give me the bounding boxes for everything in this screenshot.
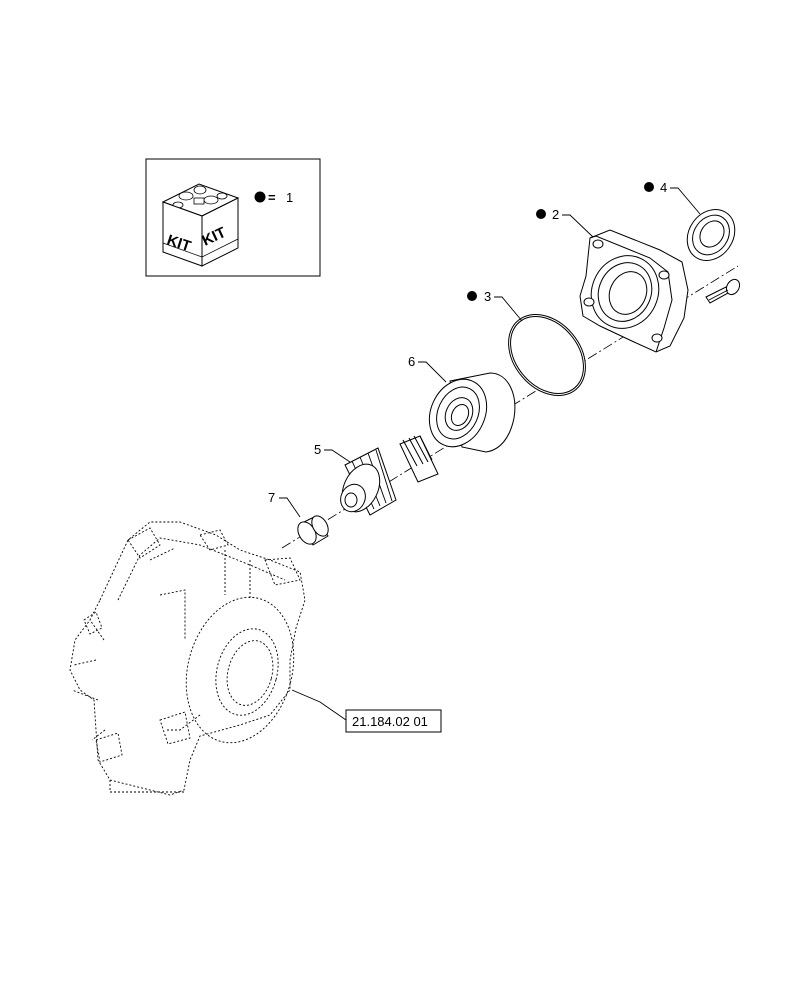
pinion-shaft-part-5 [340, 435, 439, 516]
callout-3: 3 [467, 289, 523, 322]
kit-item-number: 1 [286, 190, 293, 205]
callout-2-label: 2 [552, 207, 559, 222]
reference-label-box[interactable] [345, 709, 442, 733]
callout-7: 7 [268, 490, 301, 518]
bearing-part-6 [428, 372, 516, 453]
kit-equals-sign: = [268, 190, 276, 205]
callout-6-label: 6 [408, 354, 415, 369]
bullet-4-icon [644, 182, 654, 192]
kit-label-left: KIT [165, 232, 193, 256]
bullet-2-icon [536, 209, 546, 219]
callout-2: 2 [536, 207, 594, 238]
kit-bullet-icon [254, 191, 266, 203]
reference-housing [69, 521, 306, 796]
bullet-3-icon [467, 291, 477, 301]
bolt-part [705, 278, 741, 304]
o-ring-part-3 [508, 314, 586, 396]
kit-legend: KIT KIT = 1 [145, 158, 321, 277]
bearing-flange-part-2 [579, 229, 689, 353]
reference-label[interactable]: 21.184.02 01 [352, 714, 428, 729]
callout-4-label: 4 [660, 180, 667, 195]
callout-5: 5 [314, 442, 351, 463]
callout-6: 6 [408, 354, 447, 383]
bushing-part-7 [297, 515, 329, 546]
callout-4: 4 [644, 180, 701, 215]
callout-3-label: 3 [484, 289, 491, 304]
callout-5-label: 5 [314, 442, 321, 457]
callout-7-label: 7 [268, 490, 275, 505]
reference-callout: 21.184.02 01 [291, 689, 442, 733]
seal-part-4 [686, 209, 736, 261]
kit-box-icon: KIT KIT [161, 183, 240, 267]
